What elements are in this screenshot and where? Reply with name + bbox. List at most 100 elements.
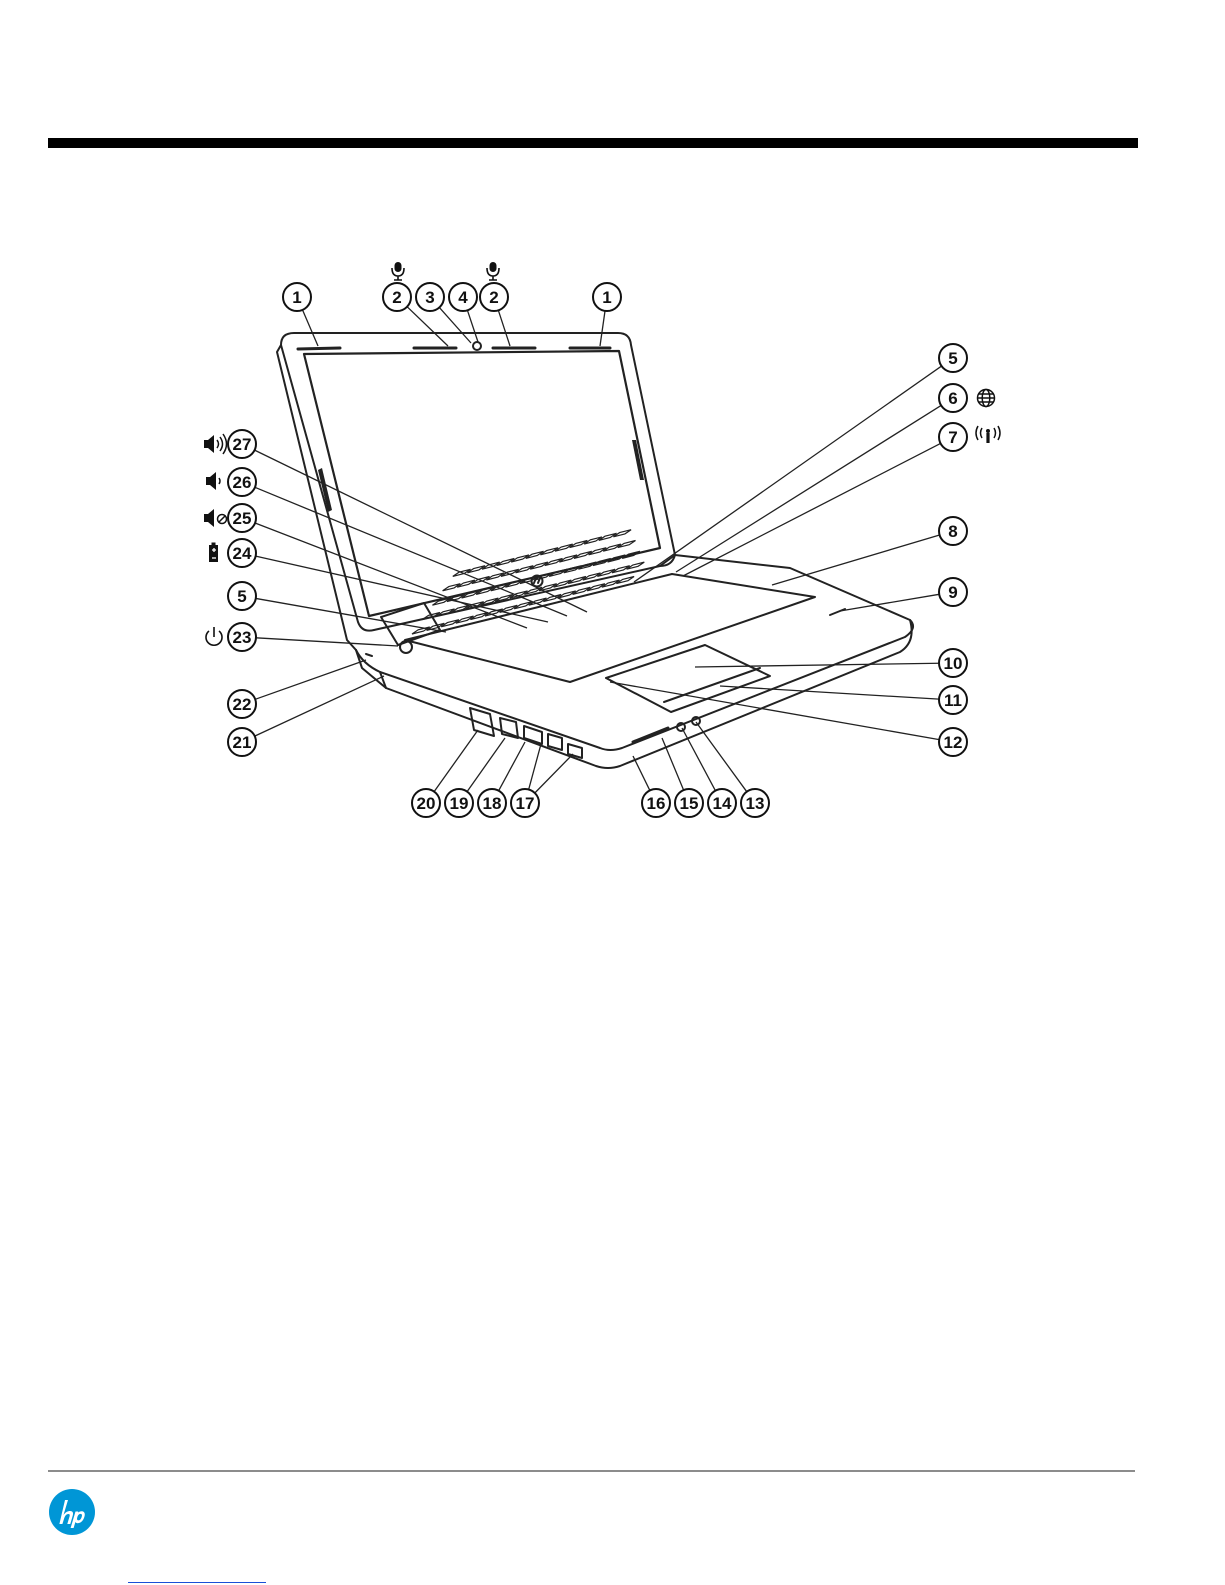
callout-3: 3 [416,283,444,311]
bezel-speaker-left [298,348,340,349]
leader-line-2 [407,307,448,346]
callout-18: 18 [478,789,506,817]
laptop-diagram: 1234215678910111213141516171819202122235… [0,0,1225,1460]
callout-number: 2 [392,288,401,307]
webcam [473,342,481,350]
leader-line-5 [634,366,942,582]
leader-line-18 [499,742,525,791]
callout-12: 12 [939,728,967,756]
leader-line-25 [255,523,527,628]
volume-down-icon [206,472,220,490]
leader-line-17 [529,744,541,789]
volume-up-icon [204,434,227,454]
callout-number: 20 [417,794,436,813]
battery-icon [209,543,218,563]
microphone-icon [392,262,404,280]
callout-14: 14 [708,789,736,817]
leader-line-20 [434,730,478,792]
leader-line-1 [303,310,318,346]
callout-15: 15 [675,789,703,817]
mute-icon [204,509,227,527]
callout-6: 6 [939,384,967,412]
leader-line-2 [498,310,510,346]
leader-line-17 [535,754,573,793]
leader-line-24 [256,556,548,622]
callout-number: 16 [647,794,666,813]
callout-number: 24 [233,544,252,563]
callout-21: 21 [228,728,256,756]
callout-1: 1 [593,283,621,311]
power-icon [206,627,222,645]
callout-number: 8 [948,522,957,541]
leader-line-14 [682,728,715,791]
leader-line-19 [467,738,505,792]
leader-line-13 [696,722,747,792]
callout-17: 17 [511,789,539,817]
callout-2: 2 [480,283,508,311]
callout-number: 21 [233,733,252,752]
leader-line-15 [662,738,684,790]
callout-11: 11 [939,686,967,714]
callout-number: 1 [292,288,301,307]
callout-19: 19 [445,789,473,817]
callout-number: 10 [944,654,963,673]
callout-number: 13 [746,794,765,813]
callout-5: 5 [939,344,967,372]
keyboard-keys [412,530,644,634]
vga-port [470,708,494,736]
callout-number: 5 [948,349,957,368]
leader-line-22 [255,660,366,699]
leader-line-26 [255,487,567,616]
callout-number: 22 [233,695,252,714]
callout-13: 13 [741,789,769,817]
leader-line-23 [256,638,398,646]
wireless-icon [976,426,1000,443]
usb-port-1 [548,734,562,750]
callout-number: 7 [948,428,957,447]
callout-number: 25 [233,509,252,528]
callout-number: 23 [233,628,252,647]
callout-number: 6 [948,389,957,408]
callout-22: 22 [228,690,256,718]
globe-icon [978,390,995,407]
callout-9: 9 [939,578,967,606]
hp-logo [48,1488,96,1536]
callout-7: 7 [939,423,967,451]
callout-number: 4 [458,288,468,307]
display-lid [281,333,675,631]
leader-line-8 [772,535,940,585]
callout-number: 15 [680,794,699,813]
callout-number: 27 [233,435,252,454]
callout-number: 9 [948,583,957,602]
callout-5: 5 [228,582,256,610]
leader-line-10 [695,663,939,667]
callout-26: 26 [228,468,256,496]
callout-1: 1 [283,283,311,311]
callout-number: 3 [425,288,434,307]
callout-number: 14 [713,794,732,813]
callout-number: 1 [602,288,611,307]
callout-2: 2 [383,283,411,311]
callout-number: 17 [516,794,535,813]
callout-8: 8 [939,517,967,545]
leader-line-16 [633,756,650,790]
leader-line-1 [600,311,605,346]
display-screen [304,351,660,616]
callout-number: 18 [483,794,502,813]
leader-line-21 [255,676,384,736]
callout-16: 16 [642,789,670,817]
touchpad [606,645,770,712]
callout-number: 11 [944,691,962,710]
microphone-icon [487,262,499,280]
callout-23: 23 [228,623,256,651]
callout-number: 26 [233,473,252,492]
leader-line-7 [683,443,941,576]
footer-link-underline[interactable] [128,1568,266,1583]
callout-20: 20 [412,789,440,817]
leader-line-4 [467,310,478,342]
left-side-lights [366,654,372,656]
callout-number: 19 [450,794,469,813]
leader-line-3 [439,307,471,343]
callout-10: 10 [939,649,967,677]
callout-number: 2 [489,288,498,307]
